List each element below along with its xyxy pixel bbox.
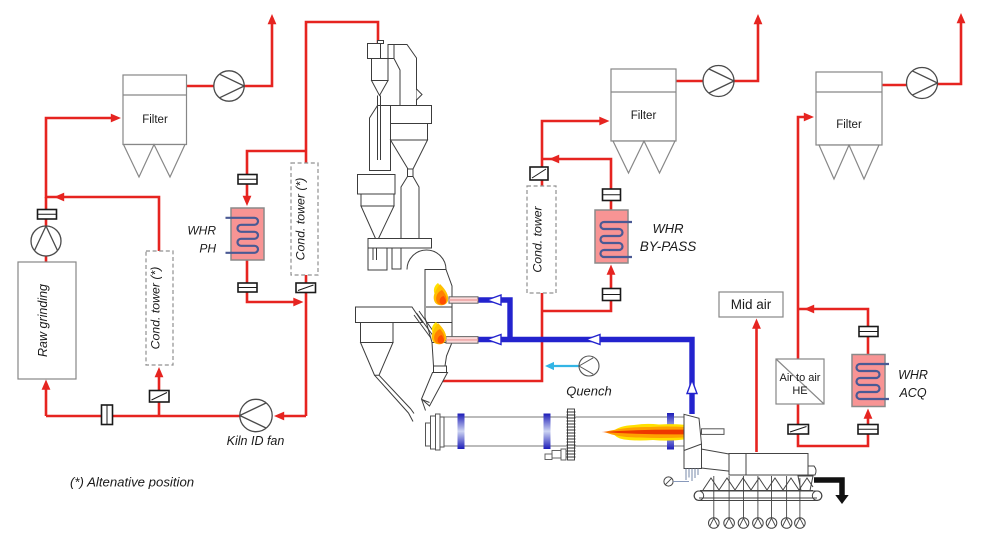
svg-text:Cond. tower: Cond. tower bbox=[531, 205, 545, 272]
svg-text:Raw grinding: Raw grinding bbox=[36, 284, 50, 357]
svg-text:WHR: WHR bbox=[187, 224, 216, 238]
svg-text:WHR: WHR bbox=[898, 368, 928, 382]
svg-text:Air to air: Air to air bbox=[780, 372, 821, 384]
svg-text:ACQ: ACQ bbox=[898, 386, 926, 400]
svg-text:Cond. tower (*): Cond. tower (*) bbox=[294, 178, 308, 261]
svg-text:WHR: WHR bbox=[652, 221, 683, 236]
svg-text:Filter: Filter bbox=[142, 114, 168, 126]
svg-text:Filter: Filter bbox=[631, 110, 657, 122]
svg-text:(*) Altenative position: (*) Altenative position bbox=[70, 475, 194, 490]
svg-text:Filter: Filter bbox=[836, 119, 862, 131]
svg-text:Quench: Quench bbox=[566, 384, 612, 399]
svg-text:BY-PASS: BY-PASS bbox=[640, 239, 697, 254]
svg-text:PH: PH bbox=[199, 242, 216, 256]
svg-text:Cond. tower (*): Cond. tower (*) bbox=[149, 267, 163, 350]
svg-text:Mid air: Mid air bbox=[731, 297, 772, 312]
svg-text:HE: HE bbox=[792, 385, 807, 397]
svg-text:Kiln ID fan: Kiln ID fan bbox=[227, 434, 285, 448]
